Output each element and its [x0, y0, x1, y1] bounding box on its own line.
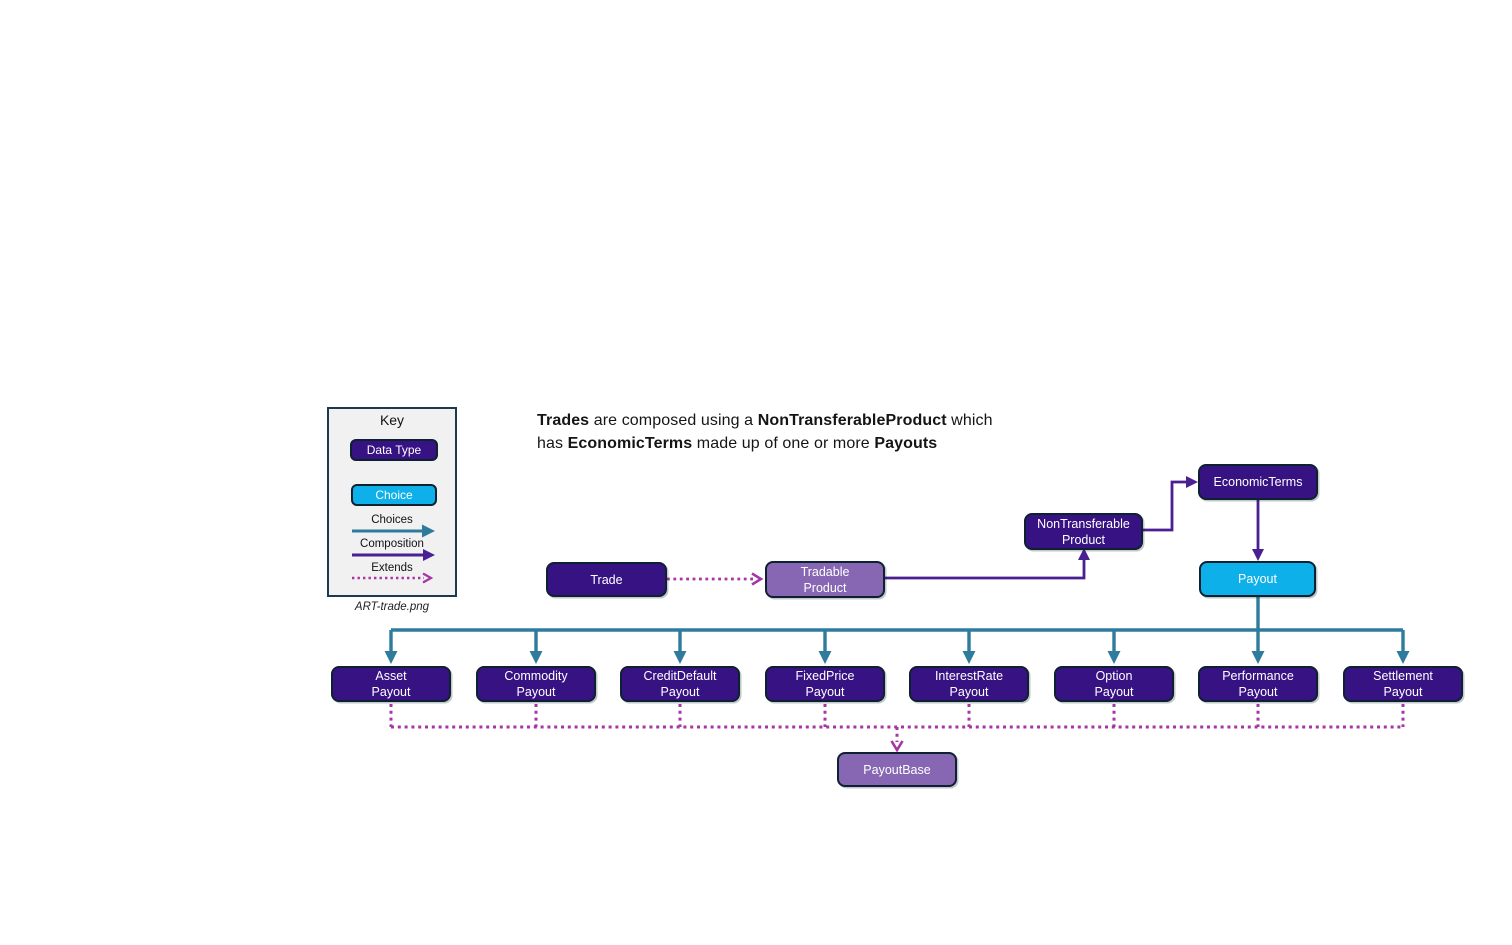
key-composition-label: Composition [360, 538, 424, 550]
headline-line-1: Trades are composed using a NonTransfera… [537, 412, 993, 429]
composition-tradableproduct-to-nontransferableproduct [885, 548, 1090, 580]
node-commodity-payout: Commodity Payout [476, 666, 596, 702]
headline: Trades are composed using a NonTransfera… [537, 409, 1077, 455]
key-choice-swatch: Choice [351, 484, 437, 506]
node-settlement-payout: Settlement Payout [1343, 666, 1463, 702]
key-title: Key [379, 412, 405, 428]
composition-nontransferableproduct-to-economicterms [1143, 476, 1198, 532]
headline-line-2: has EconomicTerms made up of one or more… [537, 435, 938, 452]
node-performance-payout: Performance Payout [1198, 666, 1318, 702]
node-asset-payout: Asset Payout [331, 666, 451, 702]
key-data-type-swatch: Data Type [350, 439, 438, 461]
node-tradable-product: Tradable Product [765, 561, 885, 598]
key-caption: ART-trade.png [354, 601, 430, 613]
node-interestrate-payout: InterestRate Payout [909, 666, 1029, 702]
node-trade: Trade [546, 562, 667, 597]
node-option-payout: Option Payout [1054, 666, 1174, 702]
node-fixedprice-payout: FixedPrice Payout [765, 666, 885, 702]
node-economic-terms: EconomicTerms [1198, 464, 1318, 500]
key-choices-label: Choices [371, 514, 413, 526]
node-payout: Payout [1199, 561, 1316, 597]
node-creditdefault-payout: CreditDefault Payout [620, 666, 740, 702]
key-extends-label: Extends [371, 562, 413, 574]
node-nontransferable-product: NonTransferable Product [1024, 513, 1143, 550]
node-payout-base: PayoutBase [837, 752, 957, 787]
